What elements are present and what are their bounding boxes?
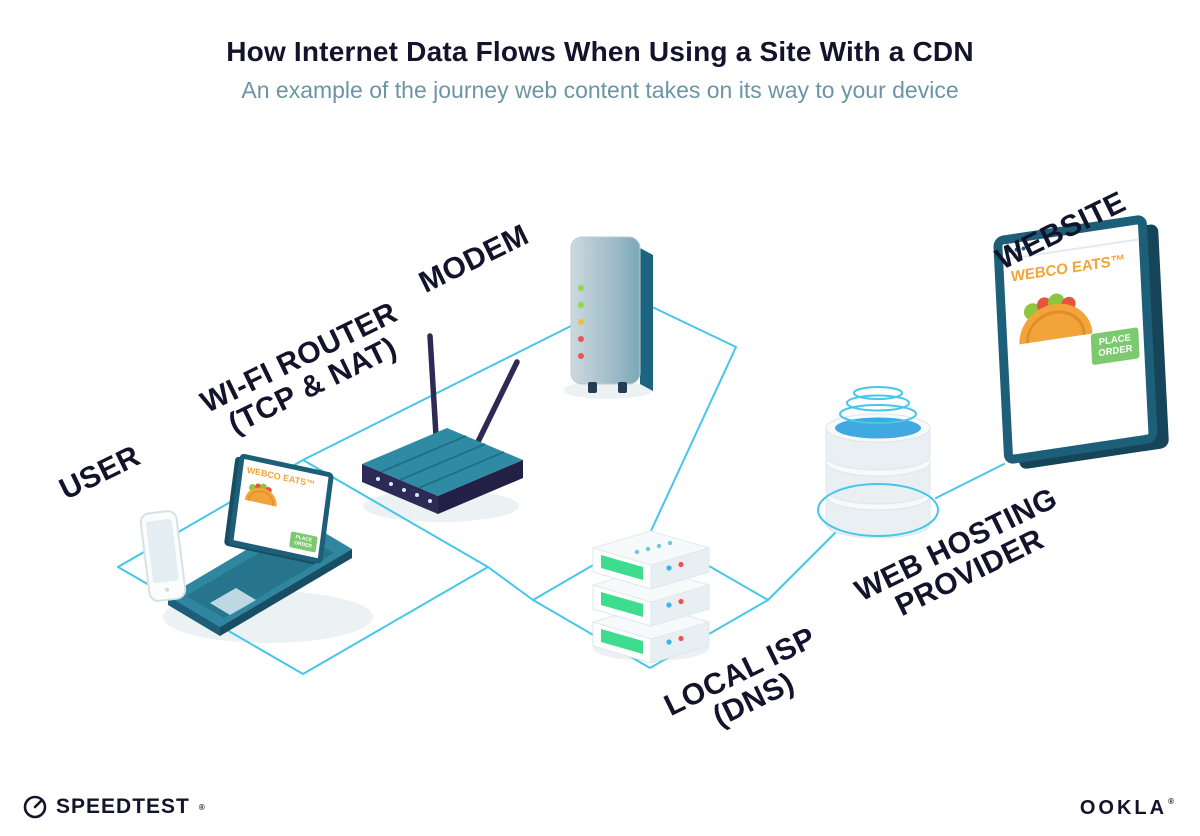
hosting-data-rings (839, 386, 917, 424)
taco-icon (244, 483, 277, 507)
isp-server-illustration (592, 530, 710, 664)
wire-modem-to-isp (647, 304, 737, 534)
place-order-button[interactable]: PLACE ORDER (289, 531, 318, 553)
speedtest-gauge-icon (23, 795, 47, 819)
place-order-button[interactable]: PLACE ORDER (1090, 327, 1140, 366)
ookla-wordmark: OOKLA (1079, 797, 1168, 819)
web-hosting-illustration (817, 386, 939, 539)
ookla-logo: OOKLA ® (1080, 797, 1174, 820)
hosting-base-ring (817, 483, 939, 537)
website-browser-window: WEBCO EATS™ PLACE ORDER (993, 214, 1158, 465)
router-antennas (427, 333, 520, 455)
speedtest-wordmark: SPEEDTEST (56, 795, 190, 818)
wire-hosting-to-website (935, 463, 1005, 499)
modem-illustration (570, 236, 653, 393)
ookla-trademark: ® (1168, 797, 1174, 806)
laptop-screen: WEBCO EATS™ PLACE ORDER (228, 453, 335, 565)
wire-user-to-isp (487, 566, 534, 601)
server-top-indicators (634, 540, 673, 555)
speedtest-logo: SPEEDTEST ® (22, 794, 205, 820)
header: How Internet Data Flows When Using a Sit… (0, 36, 1200, 104)
wifi-router-illustration (362, 333, 523, 514)
wire-isp-to-hosting (767, 522, 846, 601)
router-led-lights (376, 477, 432, 503)
page-title: How Internet Data Flows When Using a Sit… (226, 36, 974, 67)
modem-led-lights (578, 285, 584, 359)
wire-user-to-modem (302, 307, 608, 461)
speedtest-trademark: ® (198, 802, 205, 812)
page-subtitle: An example of the journey web content ta… (241, 77, 959, 103)
phone-illustration (139, 510, 187, 602)
taco-icon (1019, 293, 1093, 345)
